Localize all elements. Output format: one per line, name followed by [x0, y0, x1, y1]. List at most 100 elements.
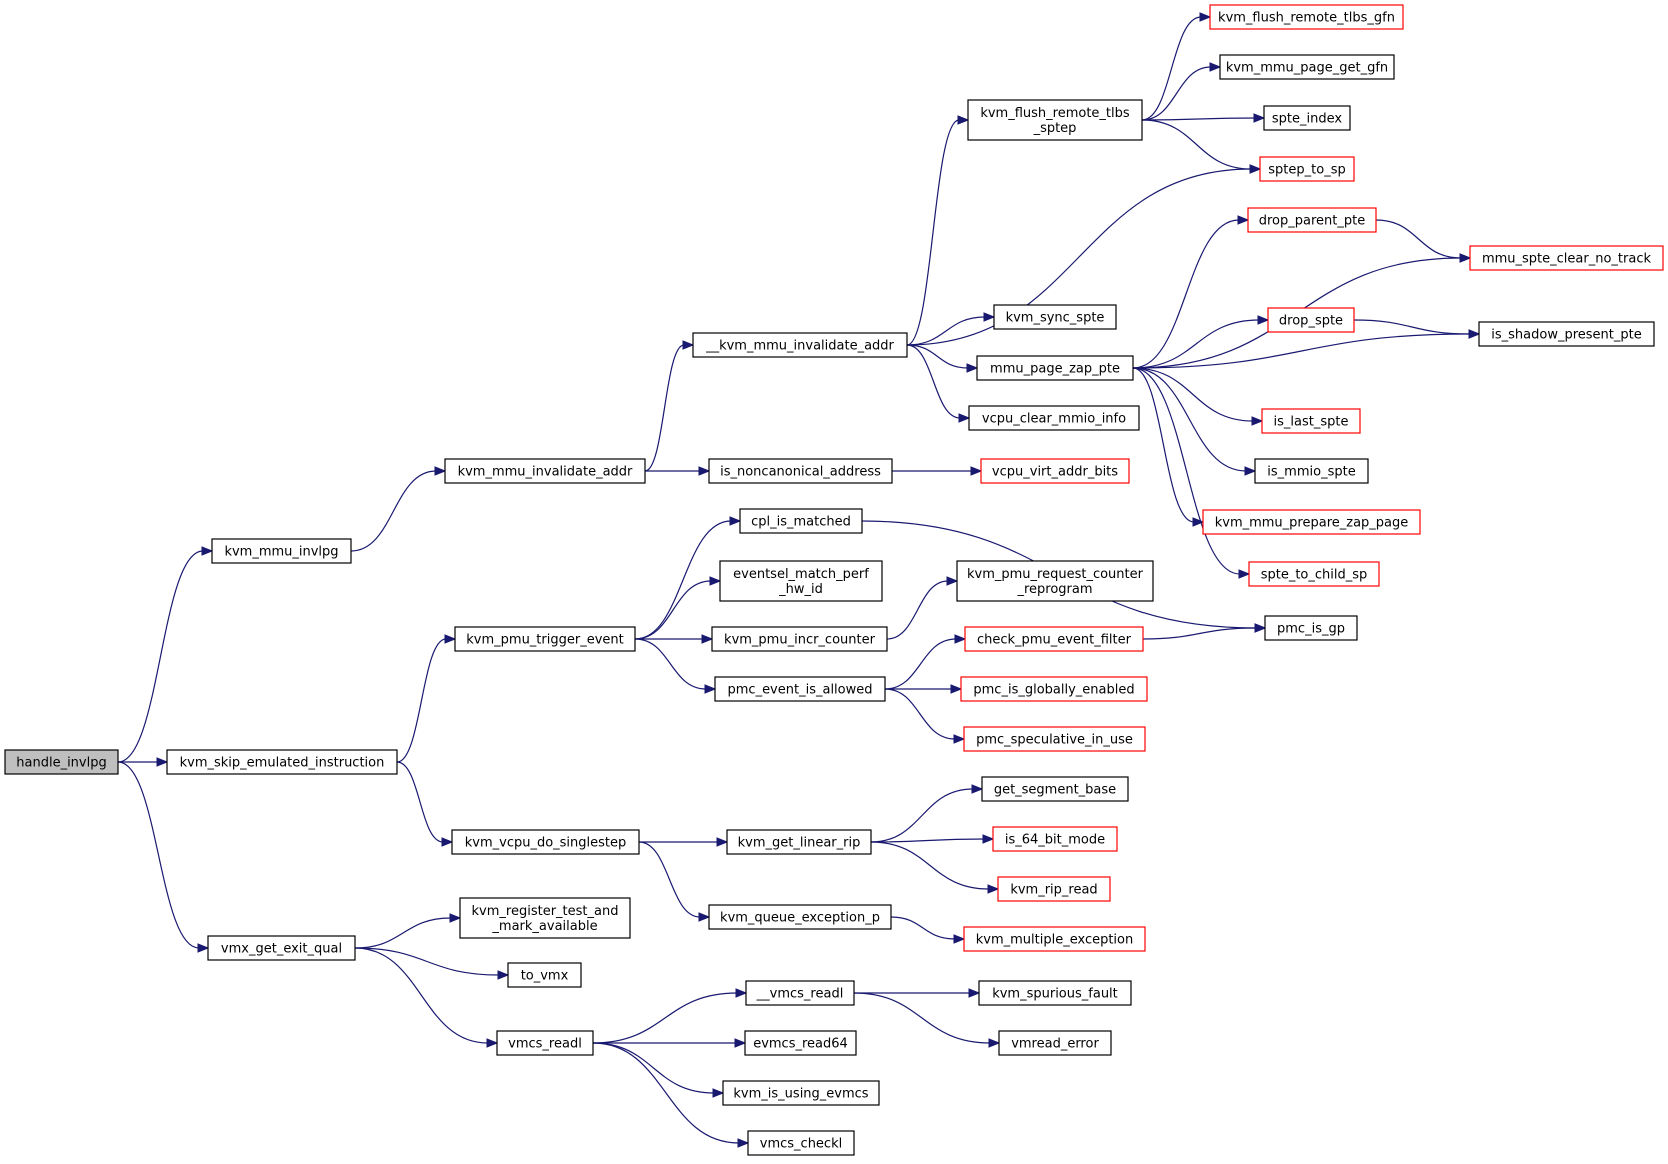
node-box[interactable] [444, 458, 646, 484]
node-box[interactable] [747, 1130, 855, 1156]
node-box[interactable] [211, 538, 352, 564]
node-box[interactable] [1209, 4, 1404, 30]
node-box[interactable] [451, 829, 640, 855]
node-vmread_error[interactable]: vmread_error [998, 1030, 1112, 1056]
node-box[interactable] [960, 676, 1148, 702]
node-box[interactable] [459, 897, 631, 939]
node-box[interactable] [166, 749, 398, 775]
node-vmcs_readl[interactable]: vmcs_readl [496, 1030, 594, 1056]
node-box[interactable] [963, 726, 1146, 752]
node-box[interactable] [968, 405, 1140, 431]
node-sptep_to_sp[interactable]: sptep_to_sp [1259, 156, 1355, 182]
node-kvm_vcpu_do_singlestep[interactable]: kvm_vcpu_do_singlestep [451, 829, 640, 855]
node-box[interactable] [976, 355, 1134, 381]
node-kvm_get_linear_rip[interactable]: kvm_get_linear_rip [726, 829, 872, 855]
node-get_segment_base[interactable]: get_segment_base [981, 776, 1129, 802]
node-box[interactable] [1259, 156, 1355, 182]
node-kvm_queue_exception_p[interactable]: kvm_queue_exception_p [708, 904, 892, 930]
node-to_vmx[interactable]: to_vmx [507, 962, 582, 988]
node-kvm_mmu_prepare_zap_page[interactable]: kvm_mmu_prepare_zap_page [1202, 509, 1421, 535]
node-box[interactable] [967, 99, 1143, 141]
node-box[interactable] [1219, 54, 1395, 80]
node-kvm_rip_read[interactable]: kvm_rip_read [997, 876, 1111, 902]
node-pmc_event_is_allowed[interactable]: pmc_event_is_allowed [714, 676, 886, 702]
node-box[interactable] [708, 458, 893, 484]
node-box[interactable] [1247, 207, 1377, 233]
node-box[interactable] [1248, 561, 1380, 587]
node-is_noncanonical_address[interactable]: is_noncanonical_address [708, 458, 893, 484]
node-eventsel_match_perf_hw_id[interactable]: eventsel_match_perf_hw_id [719, 560, 883, 602]
node-kvm_mmu_invlpg[interactable]: kvm_mmu_invlpg [211, 538, 352, 564]
node-box[interactable] [963, 926, 1146, 952]
node-kvm_flush_remote_tlbs_sptep[interactable]: kvm_flush_remote_tlbs_sptep [967, 99, 1143, 141]
node-spte_index[interactable]: spte_index [1263, 105, 1351, 131]
node-box[interactable] [496, 1030, 594, 1056]
node-spte_to_child_sp[interactable]: spte_to_child_sp [1248, 561, 1380, 587]
node-pmc_speculative_in_use[interactable]: pmc_speculative_in_use [963, 726, 1146, 752]
node-check_pmu_event_filter[interactable]: check_pmu_event_filter [964, 626, 1144, 652]
node-box[interactable] [998, 1030, 1112, 1056]
node-box[interactable] [692, 332, 908, 358]
node-box[interactable] [454, 626, 636, 652]
node-kvm_pmu_request_counter_reprogram[interactable]: kvm_pmu_request_counter_reprogram [956, 560, 1154, 602]
node-box[interactable] [719, 560, 883, 602]
node-box[interactable] [1478, 321, 1655, 347]
node-kvm_mmu_invalidate_addr[interactable]: kvm_mmu_invalidate_addr [444, 458, 646, 484]
node-kvm_multiple_exception[interactable]: kvm_multiple_exception [963, 926, 1146, 952]
node-cpl_is_matched[interactable]: cpl_is_matched [739, 508, 863, 534]
node-box[interactable] [1263, 105, 1351, 131]
node-box[interactable] [956, 560, 1154, 602]
node-drop_parent_pte[interactable]: drop_parent_pte [1247, 207, 1377, 233]
node-box[interactable] [745, 980, 855, 1006]
node-box[interactable] [1267, 307, 1355, 333]
node-mmu_spte_clear_no_track[interactable]: mmu_spte_clear_no_track [1469, 245, 1664, 271]
node-vmx_get_exit_qual[interactable]: vmx_get_exit_qual [207, 935, 356, 961]
node-kvm_spurious_fault[interactable]: kvm_spurious_fault [978, 980, 1132, 1006]
node-drop_spte[interactable]: drop_spte [1267, 307, 1355, 333]
node-box[interactable] [744, 1030, 857, 1056]
node-box[interactable] [978, 980, 1132, 1006]
node-box[interactable] [726, 829, 872, 855]
node-box[interactable] [981, 776, 1129, 802]
node-kvm_pmu_trigger_event[interactable]: kvm_pmu_trigger_event [454, 626, 636, 652]
node-pmc_is_gp[interactable]: pmc_is_gp [1264, 615, 1358, 641]
node-evmcs_read64[interactable]: evmcs_read64 [744, 1030, 857, 1056]
node-mmu_page_zap_pte[interactable]: mmu_page_zap_pte [976, 355, 1134, 381]
node-box[interactable] [507, 962, 582, 988]
node-box[interactable] [992, 826, 1118, 852]
node-__vmcs_readl[interactable]: __vmcs_readl [745, 980, 855, 1006]
node-is_last_spte[interactable]: is_last_spte [1261, 408, 1361, 434]
node-is_64_bit_mode[interactable]: is_64_bit_mode [992, 826, 1118, 852]
node-box[interactable] [4, 749, 119, 775]
node-vmcs_checkl[interactable]: vmcs_checkl [747, 1130, 855, 1156]
node-box[interactable] [997, 876, 1111, 902]
node-kvm_sync_spte[interactable]: kvm_sync_spte [993, 304, 1117, 330]
node-pmc_is_globally_enabled[interactable]: pmc_is_globally_enabled [960, 676, 1148, 702]
node-box[interactable] [708, 904, 892, 930]
node-handle_invlpg[interactable]: handle_invlpg [4, 749, 119, 775]
node-box[interactable] [964, 626, 1144, 652]
node-box[interactable] [1254, 458, 1369, 484]
node-box[interactable] [1469, 245, 1664, 271]
node-box[interactable] [714, 676, 886, 702]
node-kvm_flush_remote_tlbs_gfn[interactable]: kvm_flush_remote_tlbs_gfn [1209, 4, 1404, 30]
node-__kvm_mmu_invalidate_addr[interactable]: __kvm_mmu_invalidate_addr [692, 332, 908, 358]
node-vcpu_virt_addr_bits[interactable]: vcpu_virt_addr_bits [980, 458, 1130, 484]
node-vcpu_clear_mmio_info[interactable]: vcpu_clear_mmio_info [968, 405, 1140, 431]
node-is_mmio_spte[interactable]: is_mmio_spte [1254, 458, 1369, 484]
node-box[interactable] [722, 1080, 880, 1106]
node-box[interactable] [1202, 509, 1421, 535]
node-kvm_pmu_incr_counter[interactable]: kvm_pmu_incr_counter [711, 626, 888, 652]
node-box[interactable] [207, 935, 356, 961]
node-is_shadow_present_pte[interactable]: is_shadow_present_pte [1478, 321, 1655, 347]
node-box[interactable] [1264, 615, 1358, 641]
node-box[interactable] [980, 458, 1130, 484]
node-kvm_mmu_page_get_gfn[interactable]: kvm_mmu_page_get_gfn [1219, 54, 1395, 80]
node-kvm_register_test_and_mark_available[interactable]: kvm_register_test_and_mark_available [459, 897, 631, 939]
node-box[interactable] [993, 304, 1117, 330]
node-kvm_skip_emulated_instruction[interactable]: kvm_skip_emulated_instruction [166, 749, 398, 775]
node-kvm_is_using_evmcs[interactable]: kvm_is_using_evmcs [722, 1080, 880, 1106]
node-box[interactable] [739, 508, 863, 534]
node-box[interactable] [711, 626, 888, 652]
node-box[interactable] [1261, 408, 1361, 434]
